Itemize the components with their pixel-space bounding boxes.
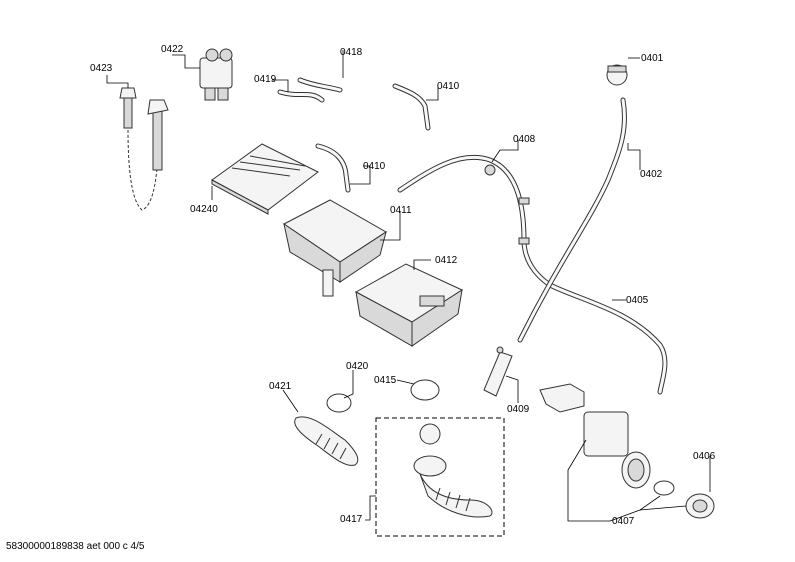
part-0421-hose [294,416,359,466]
part-04240-dispenser-cover [211,143,319,215]
part-0422-valve [199,48,233,101]
label-0410-top: 0410 [437,81,460,92]
part-0408-hose [397,154,668,395]
label-0407: 0407 [612,516,635,527]
label-0422: 0422 [161,44,184,55]
label-0418: 0418 [340,47,363,58]
label-0421: 0421 [269,381,292,392]
label-0410-lower: 0410 [363,161,386,172]
label-0401: 0401 [641,53,664,64]
part-0415-seal-ring [410,379,440,401]
leader-lines [106,50,711,522]
part-0406-filter [653,480,715,519]
label-0402: 0402 [640,169,663,180]
part-0412-drawer-housing [354,263,464,347]
label-0419: 0419 [254,74,277,85]
label-0409: 0409 [507,404,530,415]
label-0423: 0423 [90,63,113,74]
part-0401-pressure-switch [606,64,628,86]
label-0411: 0411 [390,205,412,216]
part-0409-air-chamber [483,346,513,397]
label-0408: 0408 [513,134,536,145]
part-0420-seal-ring [326,393,352,413]
label-0412: 0412 [435,255,458,266]
label-0405: 0405 [626,295,649,306]
part-0423-inlet-hose [119,87,169,211]
label-0417: 0417 [340,514,363,525]
footer-document-id: 58300000189838 aet 000 c 4/5 [6,541,145,552]
label-0415: 0415 [374,375,397,386]
part-0402-pressure-tube [517,97,628,343]
part-0407-drain-pump [539,383,651,489]
part-0410-hose-lower [315,143,351,193]
part-0419-hose [277,89,325,103]
label-0420: 0420 [346,361,369,372]
part-0411-dispenser-drawer [283,199,387,297]
label-04240: 04240 [190,204,218,215]
part-0418-hose [297,77,343,93]
part-0417-kit [375,417,505,537]
label-0406: 0406 [693,451,716,462]
part-0410-hose-top [392,83,431,131]
